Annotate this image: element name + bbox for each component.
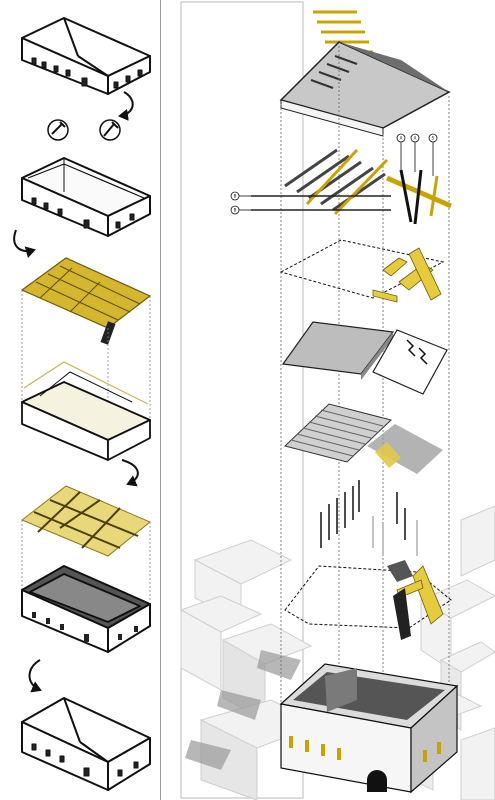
step-original-house — [21, 17, 151, 95]
layer-house-in-context — [279, 663, 459, 794]
panel-frame — [180, 1, 304, 799]
detail-joints — [385, 169, 453, 225]
callout-label-1: B — [234, 193, 237, 198]
panel-divider — [160, 0, 161, 800]
flow-arrow-4 — [28, 659, 42, 693]
layer-attic-floor — [281, 321, 448, 395]
flow-arrow-3 — [121, 459, 139, 487]
flow-arrow-1 — [118, 91, 134, 121]
context-shadows — [185, 650, 301, 770]
step-old-truss-removal — [20, 257, 152, 461]
exploded-axonometric-drawing: B B A A S — [179, 1, 495, 800]
callout-label-5: S — [432, 135, 435, 140]
exploded-axonometric-panel: B B A A S — [161, 0, 495, 800]
process-steps-drawing — [13, 17, 152, 791]
step-finished-house — [21, 697, 151, 791]
layer-rafters-and-details: B B A A S — [230, 133, 453, 225]
layer-ceiling-joinery — [279, 239, 445, 303]
layer-fasteners — [320, 480, 418, 556]
layer-roof-covering — [279, 10, 451, 137]
callout-label-4: A — [414, 135, 417, 140]
callout-markers — [230, 133, 438, 215]
tools-icon — [47, 119, 121, 141]
process-steps-panel — [0, 0, 160, 800]
callout-label-3: A — [400, 135, 403, 140]
flow-arrow-2 — [13, 229, 36, 258]
callout-label-2: B — [234, 207, 237, 212]
step-stripped-frame — [21, 157, 151, 237]
layer-roof-battens — [284, 403, 443, 474]
step-new-truss-installation — [21, 485, 151, 653]
layer-structural-connection — [284, 560, 452, 640]
